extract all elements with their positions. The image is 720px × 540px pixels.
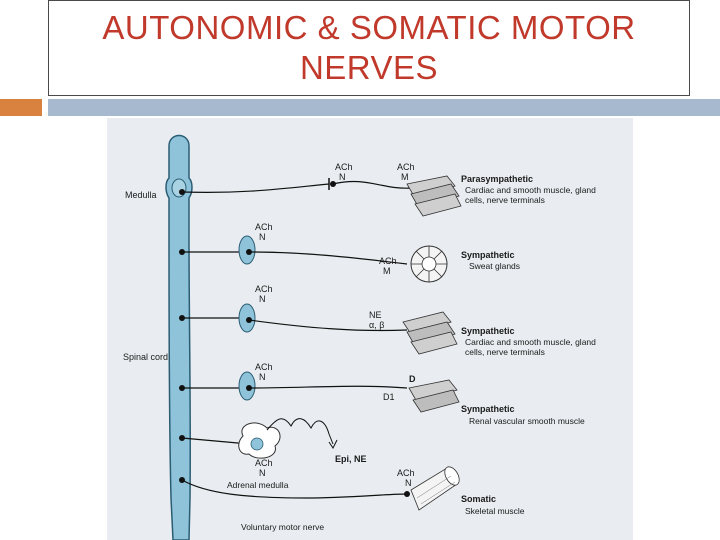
row-parasympathetic: ACh N ACh M Parasympathetic Cardiac and … xyxy=(179,162,596,217)
target-transmitter: NE xyxy=(369,310,382,320)
medulla-label: Medulla xyxy=(125,190,157,200)
nerve-label: Voluntary motor nerve xyxy=(241,522,324,532)
ganglion-receptor: N xyxy=(259,372,266,382)
target-receptor: N xyxy=(405,478,412,488)
slide-title: AUTONOMIC & SOMATIC MOTOR NERVES xyxy=(102,9,636,86)
effectors-label: Renal vascular smooth muscle xyxy=(469,416,585,426)
effectors-label: Sweat glands xyxy=(469,261,520,271)
title-box: AUTONOMIC & SOMATIC MOTOR NERVES xyxy=(48,0,690,96)
smooth-muscle-target xyxy=(402,311,458,355)
target-receptor: α, β xyxy=(369,320,384,330)
sweat-gland-target xyxy=(410,245,448,283)
target-transmitter: ACh xyxy=(379,256,397,266)
ganglion-receptor: N xyxy=(259,232,266,242)
target-receptor: D1 xyxy=(383,392,395,402)
effectors-label: Skeletal muscle xyxy=(465,506,525,516)
row-adrenal: Epi, NE ACh N Adrenal medulla xyxy=(179,418,367,490)
ganglion-receptor: N xyxy=(259,468,266,478)
release-arrow xyxy=(328,433,334,445)
release-label: Epi, NE xyxy=(335,454,367,464)
ganglion-transmitter: ACh xyxy=(255,284,273,294)
hormone-release-wave xyxy=(266,418,330,435)
chromaffin-cell xyxy=(250,437,264,451)
preganglionic-fiber xyxy=(181,437,250,445)
adrenal-label: Adrenal medulla xyxy=(227,480,289,490)
spinal-cord-label: Spinal cord xyxy=(123,352,169,362)
end-plate xyxy=(404,491,410,497)
ganglion-transmitter: ACh xyxy=(255,222,273,232)
target-transmitter: ACh xyxy=(397,468,415,478)
division-label: Parasympathetic xyxy=(461,174,533,184)
ganglion-receptor: N xyxy=(339,172,346,182)
ganglion-transmitter: ACh xyxy=(255,362,273,372)
effectors-box: Cardiac and smooth muscle, gland cells, … xyxy=(465,337,596,357)
smooth-muscle-target xyxy=(406,175,462,217)
target-transmitter: ACh xyxy=(397,162,415,172)
division-label: Somatic xyxy=(461,494,496,504)
row-sympathetic-renal: ACh N D D1 Sympathetic Renal vascular sm… xyxy=(179,362,585,426)
effectors-label: Cardiac and smooth muscle, gland cells, … xyxy=(465,337,596,357)
target-receptor: M xyxy=(383,266,391,276)
figure-background xyxy=(107,118,633,540)
target-receptor: M xyxy=(401,172,409,182)
division-label: Sympathetic xyxy=(461,404,515,414)
accent-bar-orange xyxy=(0,99,42,116)
nerve-diagram-svg: Medulla Spinal cord ACh N ACh M Parasymp… xyxy=(107,118,633,540)
smooth-muscle-target xyxy=(408,379,460,413)
spinal-cord-label-box: Spinal cord xyxy=(123,352,169,362)
ganglion-transmitter: ACh xyxy=(335,162,353,172)
row-sympathetic-cardiac: ACh N NE α, β Sympathetic Cardiac and sm… xyxy=(179,284,596,357)
postganglionic-fiber xyxy=(248,319,408,332)
postganglionic-fiber xyxy=(248,385,408,389)
target-transmitter: D xyxy=(409,374,416,384)
nerve-diagram-figure: Medulla Spinal cord ACh N ACh M Parasymp… xyxy=(107,118,633,540)
division-label: Sympathetic xyxy=(461,250,515,260)
ganglion-transmitter: ACh xyxy=(255,458,273,468)
preganglionic-fiber xyxy=(181,183,330,193)
ganglion-receptor: N xyxy=(259,294,266,304)
postganglionic-fiber xyxy=(248,251,408,265)
effectors-box: Cardiac and smooth muscle, gland cells, … xyxy=(465,185,596,205)
arrow-head xyxy=(328,439,338,449)
motor-fiber xyxy=(181,479,408,499)
division-label: Sympathetic xyxy=(461,326,515,336)
accent-bar-blue xyxy=(48,99,720,116)
row-sympathetic-sweat: ACh N ACh M Sympathetic Sweat glands xyxy=(179,222,520,283)
row-somatic: ACh N Somatic Skeletal muscle Voluntary … xyxy=(179,466,525,532)
effectors-label: Cardiac and smooth muscle, gland cells, … xyxy=(465,185,596,205)
skeletal-muscle-target xyxy=(410,466,460,511)
postganglionic-fiber xyxy=(332,180,413,189)
